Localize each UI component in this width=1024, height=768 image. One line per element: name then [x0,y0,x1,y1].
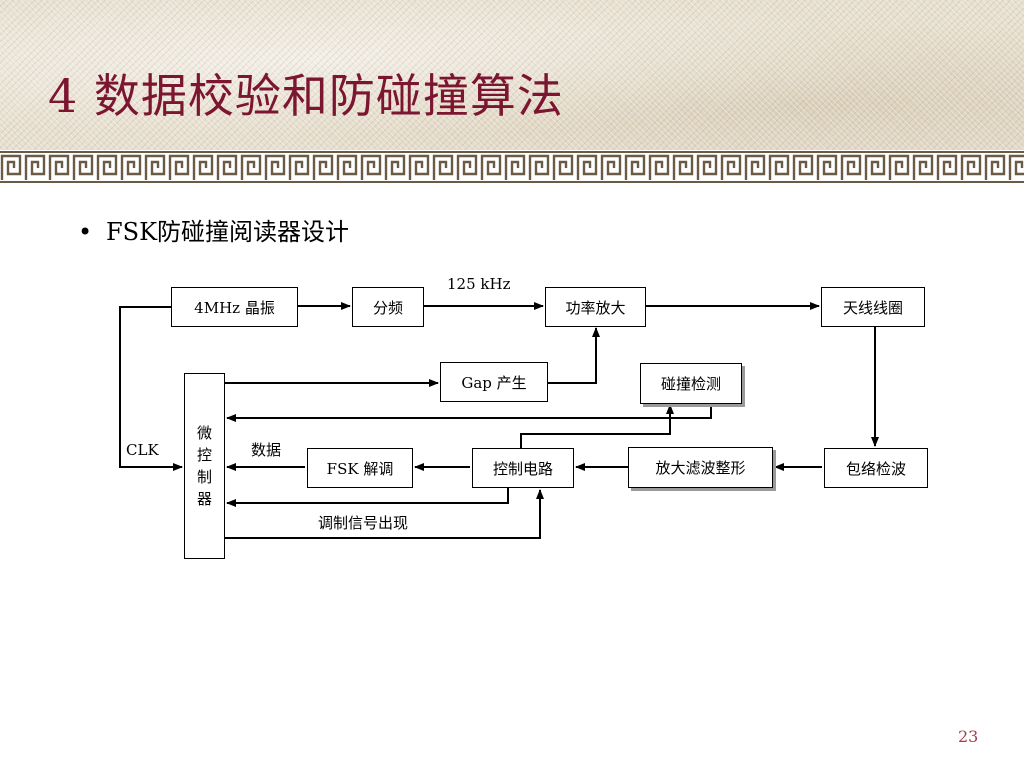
mcu-char-2: 控 [196,446,212,464]
antenna-coil-block: 天线线圈 [821,287,925,327]
arrow-control-to-mcu [226,488,509,507]
header-texture-band [0,0,1024,150]
control-circuit-block: 控制电路 [472,448,574,488]
microcontroller-block: 微 控 制 器 [184,373,225,559]
clk-label: CLK [126,441,159,459]
frequency-label: 125 kHz [447,275,511,293]
crystal-oscillator-block: 4MHz 晶振 [171,287,298,327]
gap-generator-block: Gap 产生 [440,362,548,402]
mcu-char-3: 制 [196,468,212,486]
power-amplifier-block: 功率放大 [545,287,646,327]
fsk-demodulation-block: FSK 解调 [307,448,413,488]
amplify-filter-shaping-block: 放大滤波整形 [628,447,773,488]
bullet-text: FSK防碰撞阅读器设计 [106,218,350,246]
arrow-mcu-to-control [225,489,544,539]
frequency-divider-block: 分频 [352,287,424,327]
collision-detection-block: 碰撞检测 [640,363,742,404]
arrow-collision-to-mcu [226,404,712,422]
bullet-dot: • [78,218,93,246]
page-number: 23 [958,727,979,746]
envelope-detector-block: 包络检波 [824,448,928,488]
greek-key-border [0,150,1024,184]
mcu-char-4: 器 [196,490,212,508]
arrow-control-to-collision [520,404,674,448]
clk-line [119,306,183,471]
mcu-char-1: 微 [196,424,212,442]
modulation-signal-label: 调制信号出现 [318,514,409,532]
data-label: 数据 [251,441,282,459]
slide-title: 4 数据校验和防碰撞算法 [48,69,564,123]
bullet-item: • FSK防碰撞阅读器设计 [78,212,349,247]
arrow-gap-to-power-amp [548,327,600,384]
